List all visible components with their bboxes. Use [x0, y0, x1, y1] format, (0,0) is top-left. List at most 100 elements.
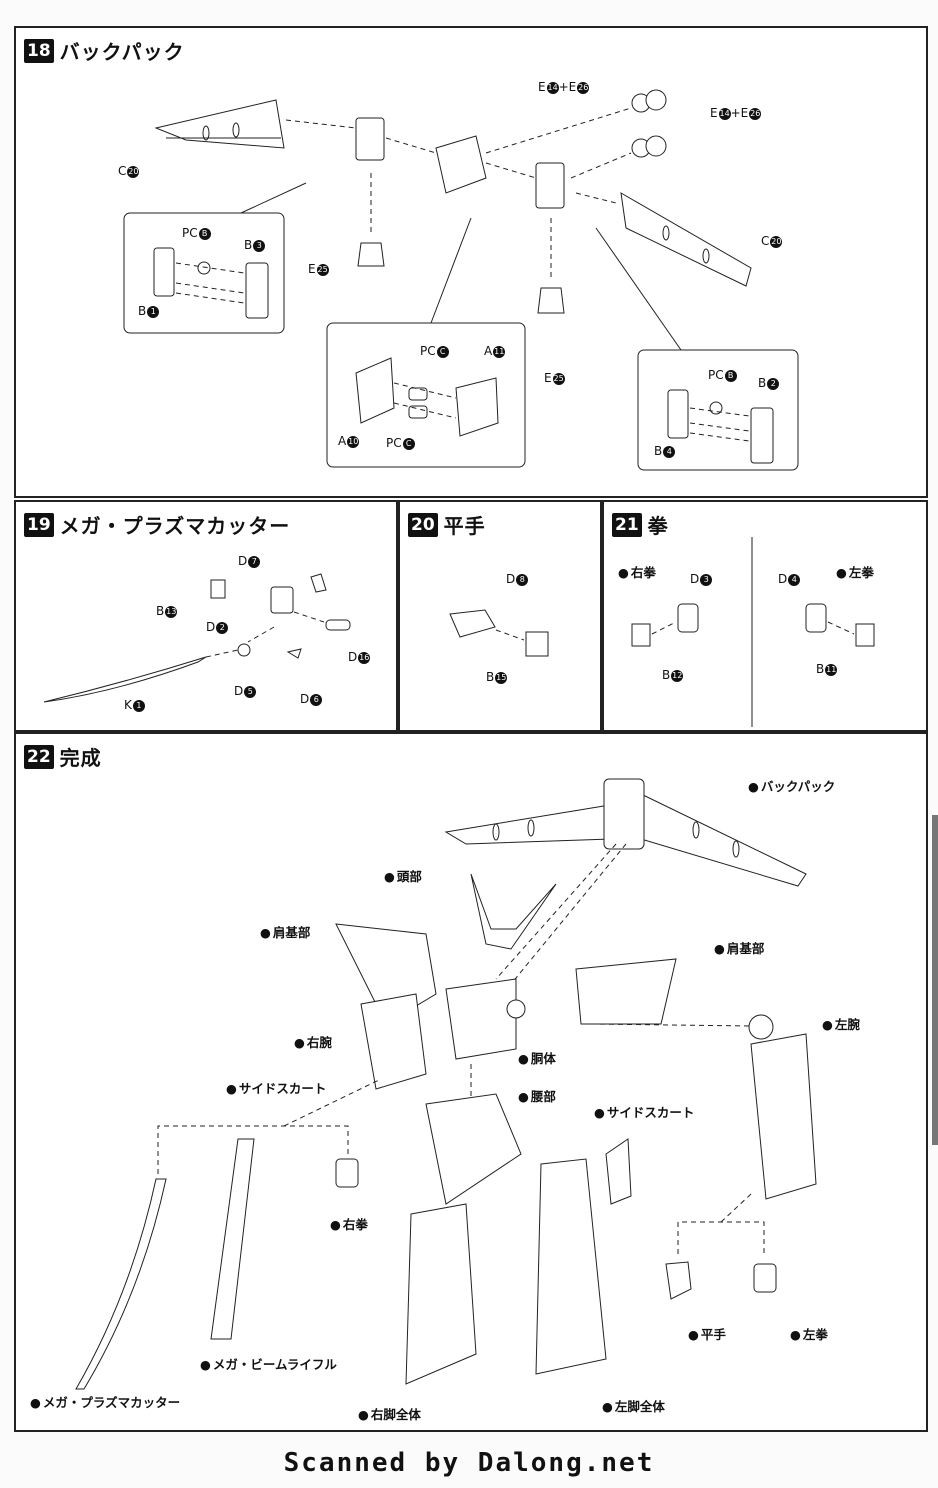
fist-diagram	[631, 537, 875, 727]
part-letter: A	[484, 344, 493, 358]
part-number-badge: 5	[244, 685, 257, 698]
step-22-panel: 22 完成	[14, 732, 928, 1432]
part-number-badge: 11	[493, 345, 506, 358]
part-number-badge: 13	[165, 605, 178, 618]
part-name-waist: 腰部	[518, 1086, 556, 1105]
part-name-left-arm: 左腕	[822, 1014, 860, 1033]
part-letter: PC	[708, 368, 724, 382]
part-letter: PC	[182, 226, 198, 240]
part-number-badge: 8	[516, 573, 529, 586]
part-letter: B	[244, 238, 253, 252]
part-number-badge: 15	[495, 671, 508, 684]
part-name-mega-plasma-cutter: メガ・プラズマカッター	[30, 1392, 180, 1411]
part-letter: E	[710, 106, 718, 120]
part-number-badge: 3	[700, 573, 713, 586]
part-name-open-hand: 平手	[688, 1324, 726, 1343]
part-number-badge: 3	[253, 239, 266, 252]
step-title: バックパック	[59, 40, 185, 64]
part-name-head: 頭部	[384, 866, 422, 885]
part-letter: +E	[558, 80, 577, 94]
part-number-badge: 20	[127, 165, 140, 178]
part-letter: K	[124, 698, 132, 712]
part-name-side-skirt: サイドスカート	[594, 1102, 695, 1121]
step-20-header: 20 平手	[408, 510, 486, 539]
part-number-badge: 10	[347, 435, 360, 448]
part-number-badge: 1	[132, 699, 145, 712]
step-title: メガ・プラズマカッター	[59, 514, 291, 538]
page-edge-mark	[932, 815, 938, 1145]
step-title: 平手	[443, 514, 486, 538]
step-18-header: 18 バックパック	[24, 36, 185, 65]
step-number: 19	[24, 512, 54, 537]
part-name-right-fist: 右拳	[330, 1214, 368, 1233]
part-number-badge: 4	[788, 573, 801, 586]
part-letter: D	[506, 572, 516, 586]
part-letter: E	[544, 371, 552, 385]
step-title: 完成	[59, 746, 102, 770]
completed-model-diagram	[75, 778, 817, 1390]
step-number: 20	[408, 512, 438, 537]
part-number-badge: C	[402, 437, 415, 450]
part-letter: PC	[420, 344, 436, 358]
step-number: 18	[24, 38, 54, 63]
open-hand-diagram	[449, 609, 549, 657]
step-18-panel: 18 バックパック	[14, 26, 928, 498]
part-letter: C	[118, 164, 127, 178]
part-number-badge: 14	[718, 107, 731, 120]
part-number-badge: 25	[316, 263, 329, 276]
part-number-badge: B	[724, 369, 737, 382]
part-number-badge: 11	[825, 663, 838, 676]
part-letter: A	[338, 434, 347, 448]
part-name-shoulder-base-left: 肩基部	[714, 938, 765, 957]
right-fist-caption: 右拳	[618, 562, 656, 581]
part-letter: B	[654, 444, 663, 458]
part-letter: +E	[730, 106, 749, 120]
part-letter: C	[761, 234, 770, 248]
part-letter: B	[816, 662, 825, 676]
part-letter: D	[690, 572, 700, 586]
part-letter: B	[138, 304, 147, 318]
part-letter: D	[778, 572, 788, 586]
part-number-badge: 7	[248, 555, 261, 568]
part-name-side-skirt: サイドスカート	[226, 1078, 327, 1097]
step-19-header: 19 メガ・プラズマカッター	[24, 510, 290, 539]
part-number-badge: C	[436, 345, 449, 358]
part-name-torso: 胴体	[518, 1048, 556, 1067]
backpack-assembly-diagram	[123, 89, 799, 471]
part-number-badge: B	[198, 227, 211, 240]
step-22-header: 22 完成	[24, 742, 102, 771]
step-21-panel: 21 拳 右拳 左拳 D3 B12 D4 B11	[602, 500, 928, 732]
part-letter: D	[206, 620, 216, 634]
part-number-badge: 14	[546, 81, 559, 94]
part-name-shoulder-base-right: 肩基部	[260, 922, 311, 941]
left-fist-caption: 左拳	[836, 562, 874, 581]
part-letter: B	[662, 668, 671, 682]
part-letter: D	[234, 684, 244, 698]
part-number-badge: 25	[552, 372, 565, 385]
part-letter: B	[486, 670, 495, 684]
part-letter: D	[300, 692, 310, 706]
part-number-badge: 1	[147, 305, 160, 318]
part-letter: PC	[386, 436, 402, 450]
